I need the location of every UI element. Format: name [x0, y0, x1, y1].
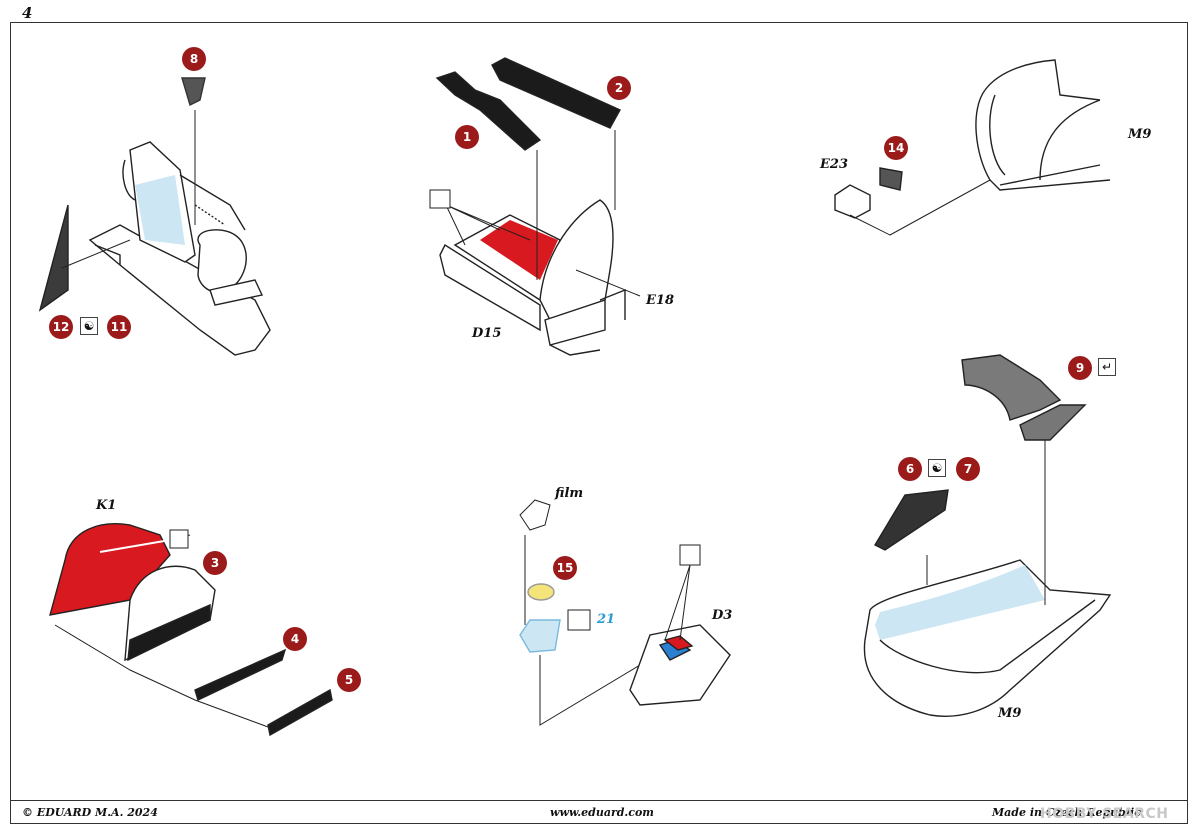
- copyright: © EDUARD M.A. 2024: [22, 806, 158, 819]
- origin-note: Made in Czech Republic: [992, 806, 1141, 819]
- panel-assembly-drawing: [429, 57, 641, 356]
- part-label-k1: K1: [96, 498, 117, 513]
- website: www.eduard.com: [550, 806, 654, 819]
- part-label-e23: E23: [820, 157, 848, 172]
- callout-7: 7: [956, 457, 980, 481]
- callout-11: 11: [107, 315, 131, 339]
- seat-assembly-drawing: [38, 77, 271, 356]
- part-label-e18: E18: [646, 293, 674, 308]
- part-label-d15: D15: [472, 326, 502, 341]
- callout-15: 15: [553, 556, 577, 580]
- callout-9: 9: [1068, 356, 1092, 380]
- page-number: 4: [22, 4, 33, 22]
- yin-yang-icon: ☯: [928, 459, 946, 477]
- k1-panel-drawing: [49, 523, 333, 737]
- callout-6: 6: [898, 457, 922, 481]
- part-label-d3: D3: [712, 608, 733, 623]
- gunsight-drawing: [519, 499, 731, 726]
- fuselage-top-drawing: [834, 59, 1111, 236]
- callout-2: 2: [607, 76, 631, 100]
- callout-14: 14: [884, 136, 908, 160]
- callout-12: 12: [49, 315, 73, 339]
- page-frame: [10, 22, 1188, 824]
- reference-number: 21: [597, 612, 616, 627]
- yin-yang-icon: ☯: [80, 317, 98, 335]
- part-label-m9-bottom: M9: [998, 706, 1022, 721]
- fuselage-bottom-drawing: [863, 354, 1112, 717]
- callout-1: 1: [455, 125, 479, 149]
- callout-8: 8: [182, 47, 206, 71]
- callout-3: 3: [203, 551, 227, 575]
- part-label-film: film: [555, 486, 584, 501]
- footer-divider: [10, 800, 1188, 801]
- bend-icon: ↵: [1098, 358, 1116, 376]
- callout-5: 5: [337, 668, 361, 692]
- watermark: HOBBY SEARCH: [1040, 806, 1169, 822]
- part-label-m9-top: M9: [1128, 127, 1152, 142]
- callout-4: 4: [283, 627, 307, 651]
